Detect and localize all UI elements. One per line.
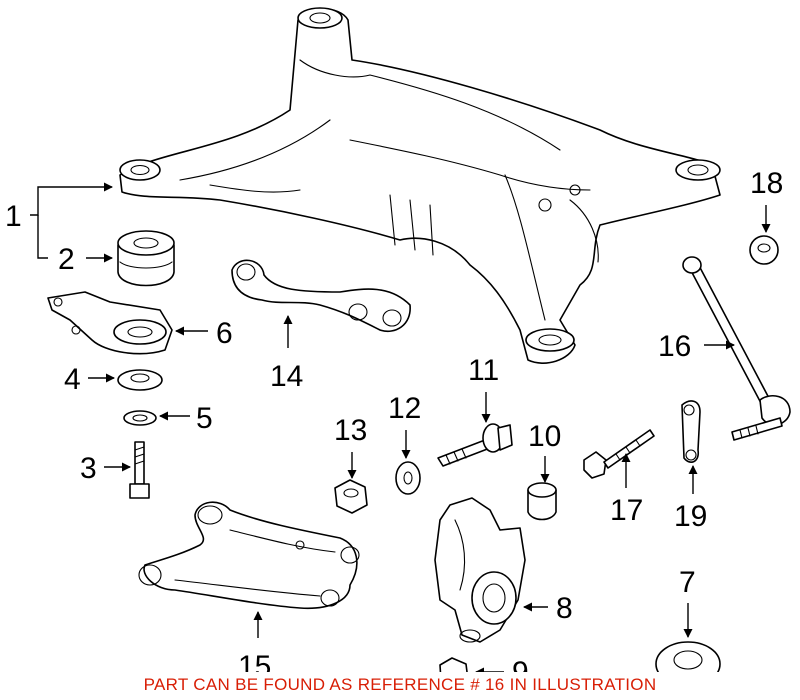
bushing-10 [527,482,557,521]
washer-12 [395,461,421,495]
callout-14: 14 [270,360,303,393]
callout-2: 2 [58,243,75,276]
callout-3: 3 [80,452,97,485]
reference-notice: PART CAN BE FOUND AS REFERENCE # 16 IN I… [0,672,800,698]
lower-control-arm [138,501,360,610]
callout-6: 6 [216,317,233,350]
leader-lines [30,182,771,677]
upper-control-arm [231,259,411,332]
callout-16: 16 [658,330,691,363]
subframe-crossmember [119,7,721,364]
end-link-19 [681,400,701,463]
callout-5: 5 [196,402,213,435]
callout-10: 10 [528,420,561,453]
subframe-bushing [117,230,175,287]
callout-numbers: 1 2 3 4 5 6 7 8 9 10 11 12 13 14 15 16 1… [5,167,783,689]
callout-1: 1 [5,200,22,233]
callout-12: 12 [388,392,421,425]
washer-4 [117,369,163,391]
callout-17: 17 [610,494,643,527]
callout-11: 11 [468,354,499,387]
washer-5 [123,410,157,426]
toe-link [682,256,791,441]
callout-7: 7 [679,566,696,599]
cam-bolt-11 [437,423,513,467]
callout-19: 19 [674,500,707,533]
callout-18: 18 [750,167,783,200]
callout-4: 4 [64,363,81,396]
bracket-mount [47,291,173,355]
bolt-17 [583,429,655,479]
callout-8: 8 [556,592,573,625]
callout-13: 13 [334,414,367,447]
nut-13 [334,479,368,514]
knuckle [434,497,526,643]
washer-18 [749,235,779,265]
bolt-3 [129,441,150,499]
